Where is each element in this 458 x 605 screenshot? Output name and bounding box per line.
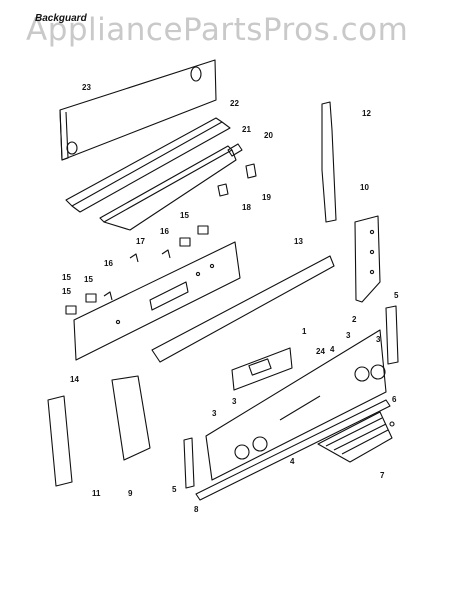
callout-label: 16 (160, 227, 169, 236)
part-17-shape (129, 253, 139, 263)
callout-label: 1 (302, 327, 307, 336)
callout-label: 17 (136, 237, 145, 246)
watermark-text: AppliancePartsPros.com (26, 12, 409, 48)
callout-label: 24 (316, 347, 325, 356)
part-12-shape (321, 101, 337, 223)
callout-label: 15 (62, 287, 71, 296)
callout-label: 5 (172, 485, 177, 494)
part-19-shape (245, 163, 257, 179)
callout-label: 20 (264, 131, 273, 140)
callout-label: 10 (360, 183, 369, 192)
callout-label: 9 (128, 489, 133, 498)
part-10-shape (354, 215, 381, 303)
callout-label: 14 (70, 375, 79, 384)
callout-label: 15 (180, 211, 189, 220)
callout-label: 15 (84, 275, 93, 284)
callout-label: 23 (82, 83, 91, 92)
part-1-shape (231, 347, 293, 391)
callout-label: 4 (290, 457, 295, 466)
part-6-shape (389, 421, 395, 427)
callout-label: 11 (92, 489, 101, 498)
callout-label: 3 (376, 335, 381, 344)
part-15-shape (65, 305, 77, 315)
part-23-shape (59, 59, 217, 161)
part-5-shape (183, 437, 195, 489)
callout-label: 19 (262, 193, 271, 202)
callout-label: 12 (362, 109, 371, 118)
callout-label: 3 (232, 397, 237, 406)
part-16-shape (103, 291, 113, 301)
callout-label: 18 (242, 203, 251, 212)
part-14-shape (73, 241, 241, 361)
part-18-shape (217, 183, 229, 197)
part-2-shape (205, 329, 387, 481)
part-7-shape (317, 411, 393, 463)
callout-label: 15 (62, 273, 71, 282)
callout-label: 8 (194, 505, 199, 514)
part-11-shape (47, 395, 73, 487)
part-9-shape (111, 375, 151, 461)
section-title: Backguard (35, 13, 87, 24)
part-20-shape (227, 143, 243, 157)
callout-label: 22 (230, 99, 239, 108)
part-21-shape (99, 145, 233, 223)
callout-label: 3 (212, 409, 217, 418)
callout-label: 21 (242, 125, 251, 134)
callout-label: 13 (294, 237, 303, 246)
callout-label: 7 (380, 471, 385, 480)
callout-label: 16 (104, 259, 113, 268)
callout-label: 6 (392, 395, 397, 404)
callout-label: 5 (394, 291, 399, 300)
part-8-shape (195, 399, 391, 501)
callout-label: 2 (352, 315, 357, 324)
callout-label: 3 (346, 331, 351, 340)
callout-label: 4 (330, 345, 335, 354)
part-13-shape (151, 255, 335, 363)
